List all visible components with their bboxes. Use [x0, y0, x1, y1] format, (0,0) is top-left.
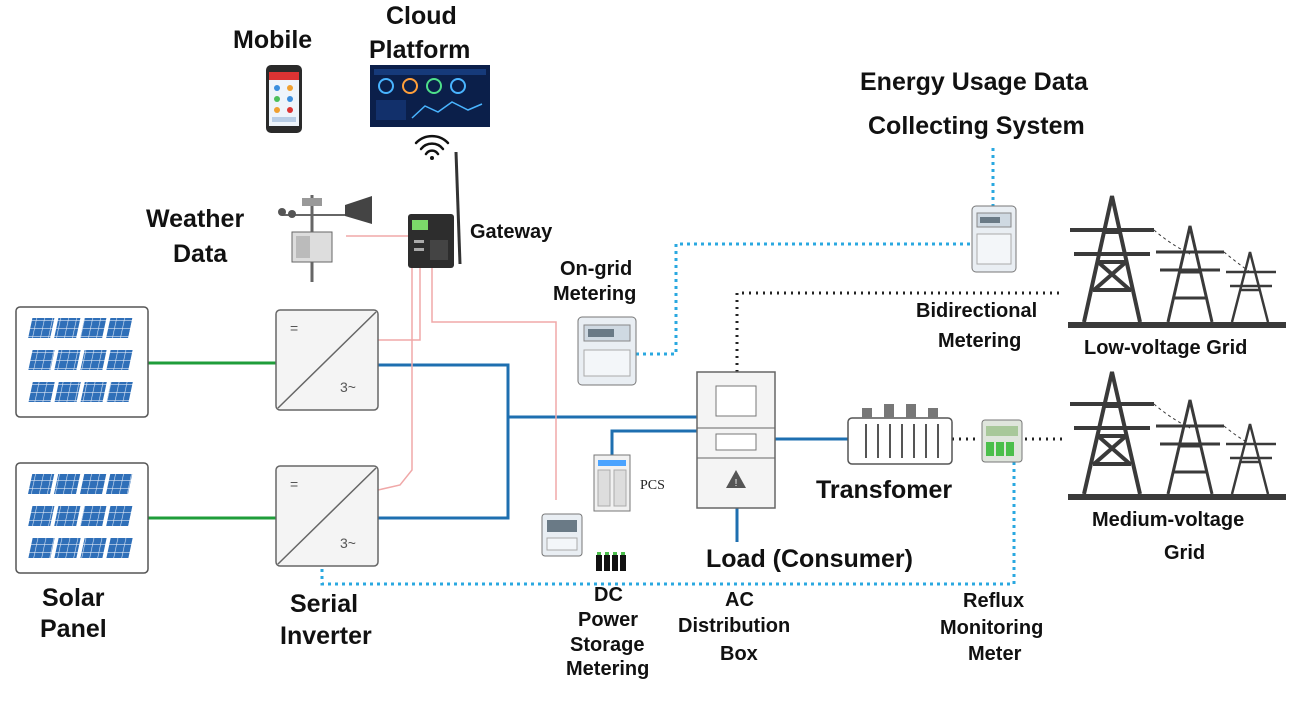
dc-metering-label-line3: Storage — [570, 634, 645, 656]
svg-text:!: ! — [735, 478, 738, 489]
low-voltage-grid-label: Low-voltage Grid — [1084, 337, 1248, 359]
signal-line-to-dc-meter — [431, 268, 557, 500]
cloud-platform-dashboard-icon — [370, 65, 490, 127]
ac-box-label-line2: Distribution — [678, 615, 791, 637]
medium-voltage-grid-label-line1: Medium-voltage — [1092, 509, 1245, 531]
bidirectional-line — [735, 291, 1060, 372]
ac-box-label-line3: Box — [720, 643, 758, 665]
signal-line-to-inverter-2 — [377, 268, 413, 491]
inverter-top-dc-symbol: = — [290, 320, 298, 336]
reflux-meter-icon — [981, 419, 1023, 463]
serial-inverter-label-line2: Inverter — [280, 622, 372, 650]
solar-panel-label-line2: Panel — [40, 615, 107, 643]
pcs-label: PCS — [640, 478, 665, 493]
dc-metering-label-line1: DC — [594, 584, 623, 606]
solar-panel-bottom — [15, 462, 149, 574]
low-voltage-grid-towers-icon — [1068, 195, 1286, 328]
ongrid-meter-icon — [577, 316, 637, 386]
energy-system-meter-icon — [971, 205, 1017, 273]
medium-voltage-grid-label-line2: Grid — [1164, 542, 1206, 564]
ongrid-metering-label-line1: On-grid — [560, 258, 633, 280]
connection-lines — [148, 148, 1062, 586]
bidirectional-metering-label-line1: Bidirectional — [916, 300, 1038, 322]
cloud-platform-label-line1: Cloud — [386, 2, 457, 30]
energy-usage-label-line1: Energy Usage Data — [860, 68, 1088, 96]
pcs-cabinet-icon — [593, 454, 631, 512]
mobile-phone-icon — [266, 65, 302, 133]
serial-inverter-label-line1: Serial — [290, 590, 359, 618]
data-line-ongrid — [636, 242, 970, 356]
solar-panel-top — [15, 306, 149, 418]
inverter-bottom-dc-symbol: = — [290, 476, 298, 492]
weather-station-icon — [278, 195, 372, 282]
wifi-icon — [414, 134, 450, 160]
gateway-label: Gateway — [470, 221, 553, 243]
weather-data-label-line1: Weather — [146, 205, 245, 233]
bidirectional-metering-label-line2: Metering — [938, 330, 1022, 352]
dc-metering-label-line2: Power — [578, 609, 639, 631]
battery-icon — [596, 552, 626, 571]
ac-line-inverter-bottom — [378, 417, 510, 520]
ongrid-metering-label-line2: Metering — [553, 283, 637, 305]
ac-box-label-line1: AC — [725, 589, 754, 611]
reflux-meter-label-line1: Reflux — [963, 590, 1025, 612]
transformer-icon — [847, 404, 953, 465]
medium-voltage-grid-towers-icon — [1068, 371, 1286, 500]
inverter-top: = 3~ — [275, 309, 379, 411]
dc-metering-label-line4: Metering — [566, 658, 650, 680]
cloud-platform-label-line2: Platform — [369, 36, 471, 64]
ac-line-pcs — [610, 429, 697, 455]
transformer-label: Transfomer — [816, 476, 953, 504]
load-consumer-label: Load (Consumer) — [706, 545, 913, 573]
solar-panel-label-line1: Solar — [42, 584, 105, 612]
gateway-device-icon — [408, 151, 462, 268]
dc-meter-icon — [541, 513, 583, 557]
ac-line-inverter-top — [378, 363, 697, 419]
reflux-meter-label-line2: Monitoring — [940, 617, 1044, 639]
energy-usage-label-line2: Collecting System — [868, 112, 1085, 140]
signal-line-to-inverter-1 — [372, 268, 421, 341]
mobile-label: Mobile — [233, 26, 313, 54]
data-line-reflux — [320, 462, 1016, 586]
inverter-top-ac-symbol: 3~ — [340, 379, 356, 395]
ac-distribution-box-icon: ! — [696, 371, 776, 509]
weather-data-label-line2: Data — [173, 240, 228, 268]
inverter-bottom: = 3~ — [275, 465, 379, 567]
reflux-meter-label-line3: Meter — [968, 643, 1022, 665]
inverter-bottom-ac-symbol: 3~ — [340, 535, 356, 551]
